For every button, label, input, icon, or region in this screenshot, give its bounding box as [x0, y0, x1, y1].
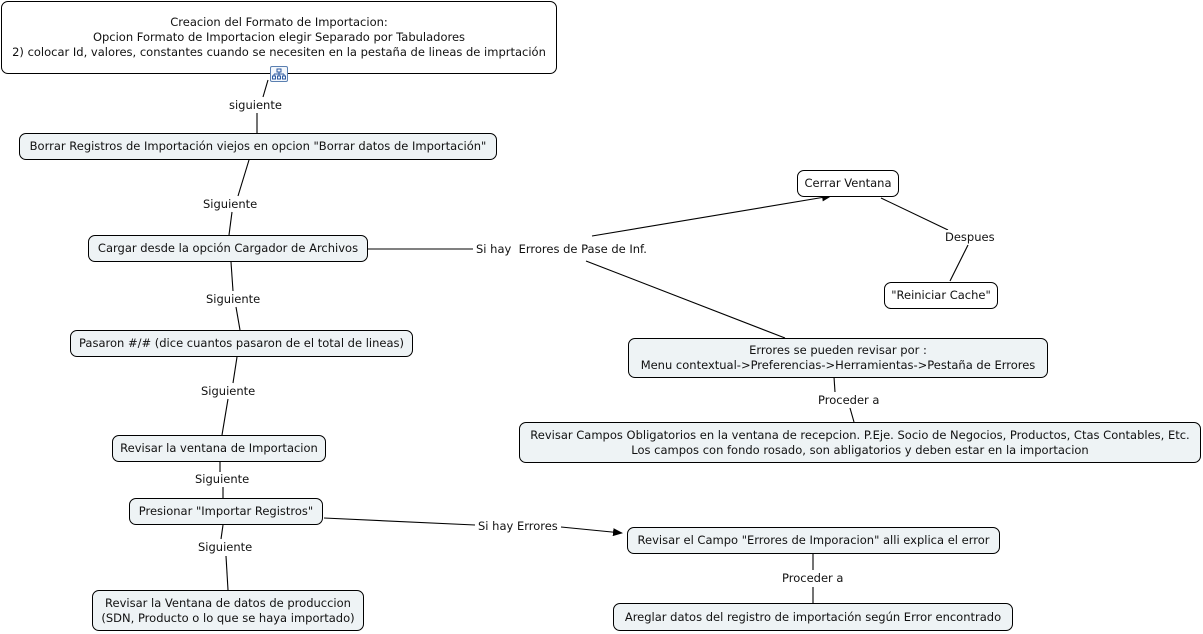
node-reiniciar-cache[interactable]: "Reiniciar Cache" [884, 282, 998, 309]
node-errores-line1: Errores se pueden revisar por : [749, 343, 927, 357]
link-presionar-produccion [220, 524, 224, 540]
node-campos-line1: Revisar Campos Obligatorios en la ventan… [530, 427, 1190, 442]
hierarchy-icon[interactable] [270, 66, 288, 82]
link-label-siguiente-4: Siguiente [193, 472, 252, 486]
node-revisar-ventana-label: Revisar la ventana de Importacion [120, 441, 318, 455]
link-pasaron-revisar [232, 356, 238, 384]
node-presionar-importar[interactable]: Presionar "Importar Registros" [129, 498, 323, 525]
link-presionar-campo [323, 517, 476, 526]
node-revisar-produccion-line1: Revisar la Ventana de datos de produccio… [105, 595, 351, 610]
start-node-line1: Creacion del Formato de Importacion: [170, 15, 388, 29]
node-cerrar-label: Cerrar Ventana [804, 176, 892, 190]
link-cerrar-reiniciar [880, 197, 949, 231]
node-revisar-produccion-line2: (SDN, Producto o lo que se haya importad… [101, 610, 355, 625]
node-errores-revisar[interactable]: Errores se pueden revisar por : Menu con… [628, 338, 1048, 378]
link-borrar-cargar [237, 159, 250, 197]
node-cerrar-ventana[interactable]: Cerrar Ventana [797, 170, 899, 197]
start-node[interactable]: Creacion del Formato de Importacion: Opc… [1, 1, 557, 74]
link-label-siguiente-5: Siguiente [196, 540, 255, 554]
node-errores-line2: Menu contextual->Preferencias->Herramien… [640, 358, 1036, 372]
node-revisar-produccion[interactable]: Revisar la Ventana de datos de produccio… [92, 590, 364, 631]
node-revisar-ventana[interactable]: Revisar la ventana de Importacion [112, 435, 326, 462]
node-revisar-campo-errores[interactable]: Revisar el Campo "Errores de Imporacion"… [627, 527, 1000, 554]
link-label-despues: Despues [943, 230, 997, 244]
link-label-proceder-1: Proceder a [816, 393, 882, 407]
link-label-si-hay-errores: Si hay Errores [476, 519, 560, 533]
link-cargar-pasaron [230, 261, 234, 292]
link-start-borrar [262, 79, 269, 98]
link-label-siguiente-1: Siguiente [201, 197, 260, 211]
node-reiniciar-label: "Reiniciar Cache" [891, 288, 991, 302]
link-label-proceder-2: Proceder a [780, 571, 846, 585]
node-campos-obligatorios[interactable]: Revisar Campos Obligatorios en la ventan… [519, 422, 1201, 463]
node-areglar-datos[interactable]: Areglar datos del registro de importació… [613, 603, 1013, 631]
link-label-siguiente-2: Siguiente [204, 292, 263, 306]
node-cargar-label: Cargar desde la opción Cargador de Archi… [97, 241, 359, 255]
node-pasaron-label: Pasaron #/# (dice cuantos pasaron de el … [79, 336, 404, 350]
link-label-si-hay-errores-pase: Si hay Errores de Pase de Inf. [474, 242, 649, 256]
node-cargar-archivos[interactable]: Cargar desde la opción Cargador de Archi… [88, 235, 368, 262]
link-errores-campos [833, 376, 836, 393]
node-borrar-label: Borrar Registros de Importación viejos e… [29, 139, 487, 153]
start-node-line3: 2) colocar Id, valores, constantes cuand… [12, 45, 546, 59]
link-label-siguiente-3: Siguiente [199, 384, 258, 398]
node-presionar-label: Presionar "Importar Registros" [138, 504, 314, 518]
node-areglar-label: Areglar datos del registro de importació… [624, 609, 1002, 624]
node-borrar-registros[interactable]: Borrar Registros de Importación viejos e… [19, 133, 497, 160]
link-label-siguiente-lower: siguiente [227, 98, 284, 112]
node-pasaron[interactable]: Pasaron #/# (dice cuantos pasaron de el … [70, 330, 413, 357]
node-revisar-campo-label: Revisar el Campo "Errores de Imporacion"… [637, 533, 990, 547]
start-node-line2: Opcion Formato de Importacion elegir Sep… [92, 30, 466, 44]
node-campos-line2: Los campos con fondo rosado, son abligat… [631, 442, 1089, 457]
